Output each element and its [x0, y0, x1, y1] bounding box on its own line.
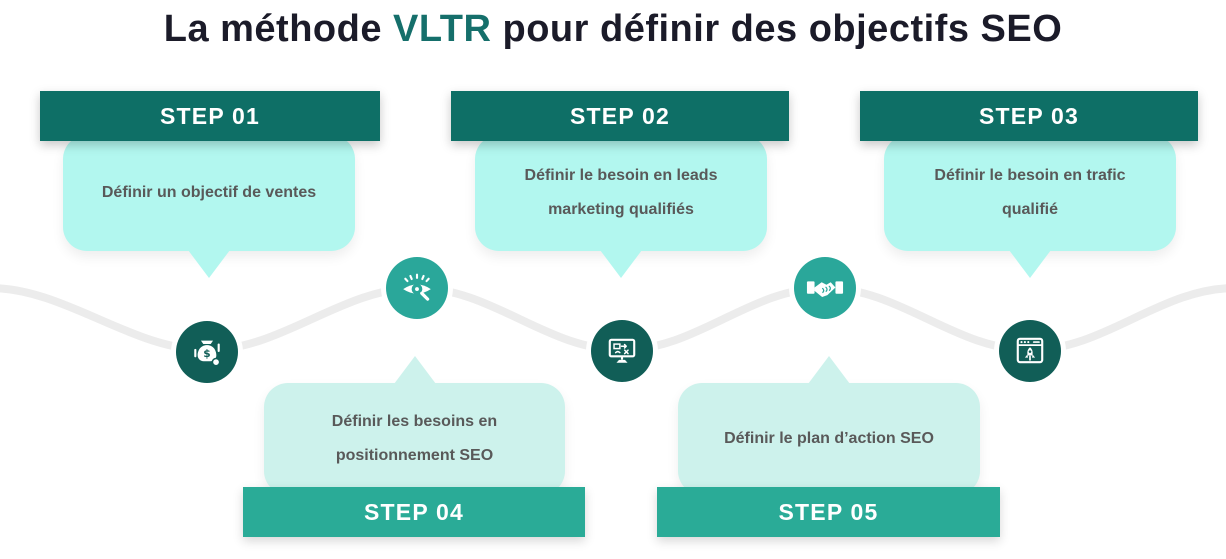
step-02-header: STEP 02 — [451, 91, 789, 141]
step-01-header: STEP 01 — [40, 91, 380, 141]
step-02-label: STEP 02 — [569, 102, 671, 129]
monitor-diagram-icon — [608, 338, 636, 363]
step-01-bubble: Définir un objectif de ventes — [63, 135, 355, 278]
step-03-text: Définir le besoin en trafic qualifié — [934, 167, 1126, 218]
step-03-header: STEP 03 — [860, 91, 1198, 141]
title-prefix: La méthode — [163, 8, 394, 50]
step-03-bubble-tail — [1009, 250, 1051, 278]
step-03-label: STEP 03 — [978, 102, 1080, 129]
step-05-text: Définir le plan d’action SEO — [724, 430, 934, 447]
eye-magnifier-icon — [403, 273, 431, 301]
step-01-bubble-tail — [188, 250, 230, 278]
step-04-bubble: Définir les besoins en positionnement SE… — [264, 356, 565, 495]
step-04-label: STEP 04 — [363, 498, 465, 525]
step-04-text: Définir les besoins en positionnement SE… — [331, 413, 498, 464]
step-05-bubble-tail — [808, 356, 850, 384]
timeline-node-3 — [591, 320, 653, 382]
svg-text:$: $ — [203, 347, 210, 360]
step-05-label: STEP 05 — [778, 498, 879, 525]
step-01-label: STEP 01 — [159, 102, 261, 129]
title-suffix: pour définir des objectifs SEO — [491, 8, 1063, 50]
step-05-header: STEP 05 — [657, 487, 1000, 537]
page-title: La méthode VLTR pour définir des objecti… — [0, 6, 1226, 54]
step-02-bubble: Définir le besoin en leads marketing qua… — [475, 135, 767, 278]
handshake-icon — [806, 281, 844, 298]
timeline-node-1: $ — [176, 321, 238, 383]
step-02-bubble-tail — [600, 250, 642, 278]
step-04-bubble-tail — [393, 356, 436, 384]
step-01-text: Définir un objectif de ventes — [101, 184, 317, 201]
timeline-node-2 — [386, 257, 448, 319]
step-03-bubble: Définir le besoin en trafic qualifié — [884, 135, 1176, 278]
title-highlight-vltr: VLTR — [393, 8, 492, 50]
money-bag-icon: $ — [194, 340, 221, 367]
timeline-node-5 — [999, 320, 1061, 382]
step-02-text: Définir le besoin en leads marketing qua… — [524, 167, 718, 218]
step-04-header: STEP 04 — [243, 487, 585, 537]
browser-rocket-icon — [1016, 337, 1044, 364]
step-05-bubble: Définir le plan d’action SEO — [678, 356, 980, 495]
timeline-node-4 — [794, 257, 856, 319]
